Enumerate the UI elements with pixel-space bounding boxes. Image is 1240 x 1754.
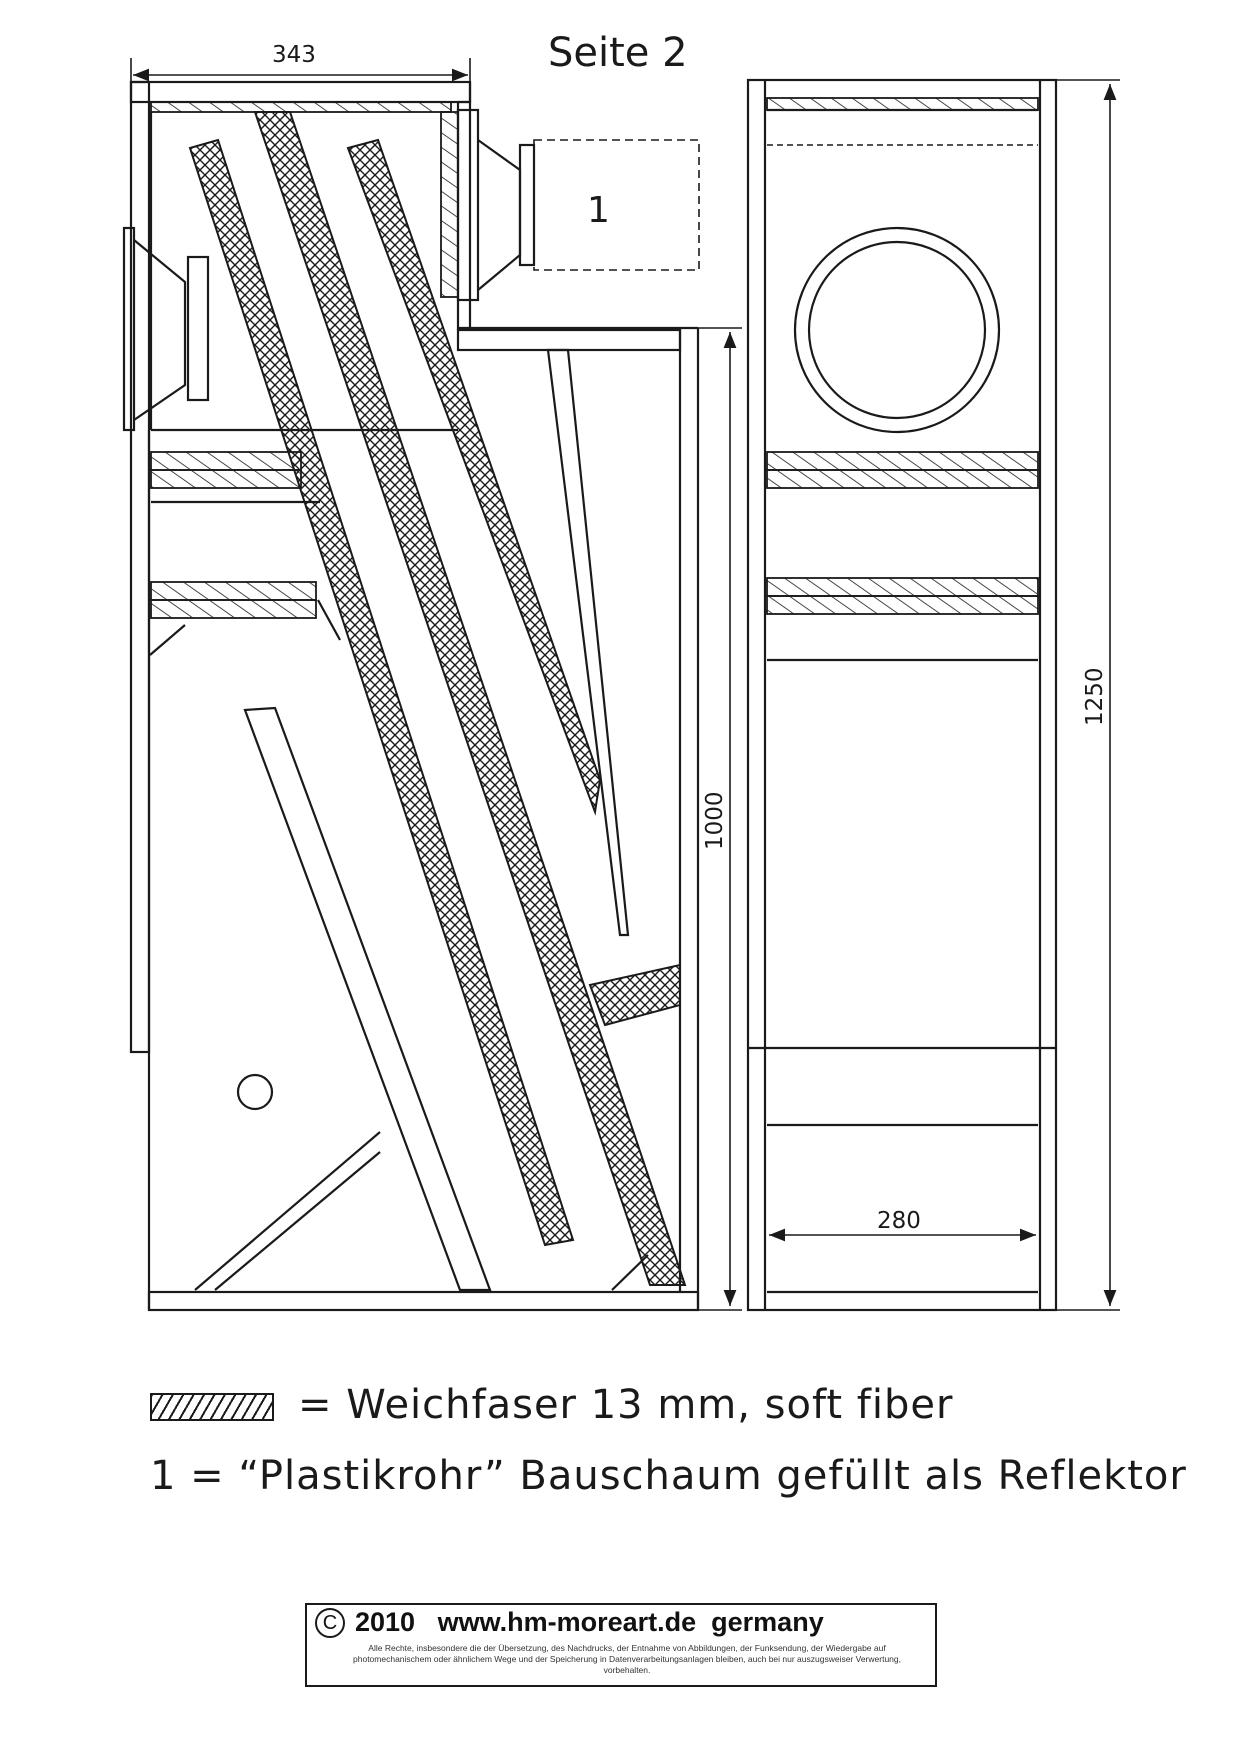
copyright-line: C 2010 www.hm-moreart.de germany: [315, 1607, 824, 1638]
dim-top-width: 343: [272, 42, 316, 68]
front-view: 280 1250: [746, 78, 1120, 1312]
copyright-icon: C: [315, 1608, 345, 1638]
woofer-circle: [793, 226, 1001, 434]
legend-fiber-text: = Weichfaser 13 mm, soft fiber: [298, 1382, 954, 1428]
copyright-fine-print: Alle Rechte, insbesondere die der Überse…: [353, 1643, 901, 1675]
dim-inner-height: 1000: [702, 791, 728, 850]
reflector-marker: 1: [587, 190, 610, 231]
legend-fiber: = Weichfaser 13 mm, soft fiber: [150, 1382, 953, 1428]
page-title: Seite 2: [548, 30, 688, 76]
dim-front-width: 280: [877, 1208, 921, 1234]
fiber-hatch-swatch: [150, 1393, 274, 1421]
copyright-url: www.hm-moreart.de: [437, 1607, 697, 1637]
copyright-country: germany: [711, 1607, 824, 1637]
dim-total-height: 1250: [1082, 667, 1108, 726]
copyright-box: C 2010 www.hm-moreart.de germany Alle Rec…: [305, 1603, 937, 1687]
legend-reflector: 1 = “Plastikrohr” Bauschaum gefüllt als …: [150, 1453, 1187, 1499]
legend-reflector-text: 1 = “Plastikrohr” Bauschaum gefüllt als …: [150, 1453, 1187, 1499]
side-section: 343 1: [122, 42, 742, 1312]
copyright-year: 2010: [355, 1607, 416, 1637]
